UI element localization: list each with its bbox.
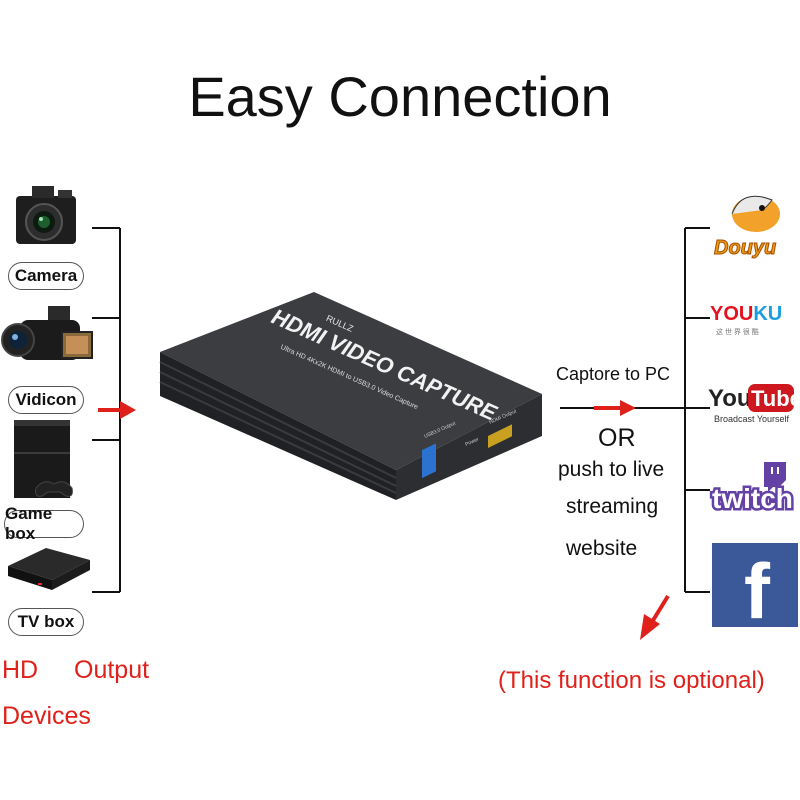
left-caption-output: Output bbox=[74, 656, 150, 684]
optional-arrow bbox=[640, 594, 670, 640]
svg-text:这 世 界 很 酷: 这 世 界 很 酷 bbox=[716, 327, 759, 336]
page-title: Easy Connection bbox=[188, 65, 612, 128]
or-text: OR bbox=[598, 424, 636, 452]
svg-text:YOUKU: YOUKU bbox=[710, 303, 782, 325]
capture-device: HDMI VIDEO CAPTURE Ultra HD 4Kx2K HDMI t… bbox=[159, 292, 542, 500]
svg-text:Tube: Tube bbox=[751, 386, 800, 411]
left-caption-hd: HD bbox=[2, 656, 39, 684]
svg-text:Douyu: Douyu bbox=[714, 237, 776, 259]
svg-text:twitch: twitch bbox=[712, 483, 793, 514]
facebook-logo: f bbox=[712, 543, 798, 635]
push-text-2: streaming bbox=[566, 495, 659, 518]
device-label-vidicon: Vidicon bbox=[8, 386, 84, 414]
svg-text:You: You bbox=[708, 385, 752, 412]
device-label-camera: Camera bbox=[8, 262, 84, 290]
push-text-3: website bbox=[566, 537, 638, 560]
camcorder-icon bbox=[1, 306, 93, 360]
youku-logo: YOUKU 这 世 界 很 酷 bbox=[710, 303, 782, 336]
push-text-1: push to live bbox=[558, 458, 665, 481]
svg-text:f: f bbox=[744, 547, 771, 635]
device-label-tv-box: TV box bbox=[8, 608, 84, 636]
game-console-icon bbox=[14, 420, 73, 498]
right-bracket bbox=[684, 227, 710, 593]
input-arrow bbox=[98, 401, 136, 419]
device-label-game-box: Game box bbox=[4, 504, 84, 543]
capture-text: Captore to PC bbox=[556, 364, 671, 384]
tv-box-icon bbox=[8, 548, 90, 590]
douyu-logo: Douyu bbox=[714, 195, 780, 260]
twitch-logo: twitch bbox=[710, 462, 795, 517]
camera-icon bbox=[16, 186, 76, 244]
output-arrow bbox=[594, 400, 636, 416]
optional-note: (This function is optional) bbox=[498, 667, 765, 694]
svg-text:Broadcast Yourself: Broadcast Yourself bbox=[714, 414, 790, 424]
left-caption-devices: Devices bbox=[2, 702, 91, 730]
youtube-logo: You Tube Broadcast Yourself bbox=[708, 384, 800, 424]
port-power-label: Power bbox=[464, 436, 480, 447]
